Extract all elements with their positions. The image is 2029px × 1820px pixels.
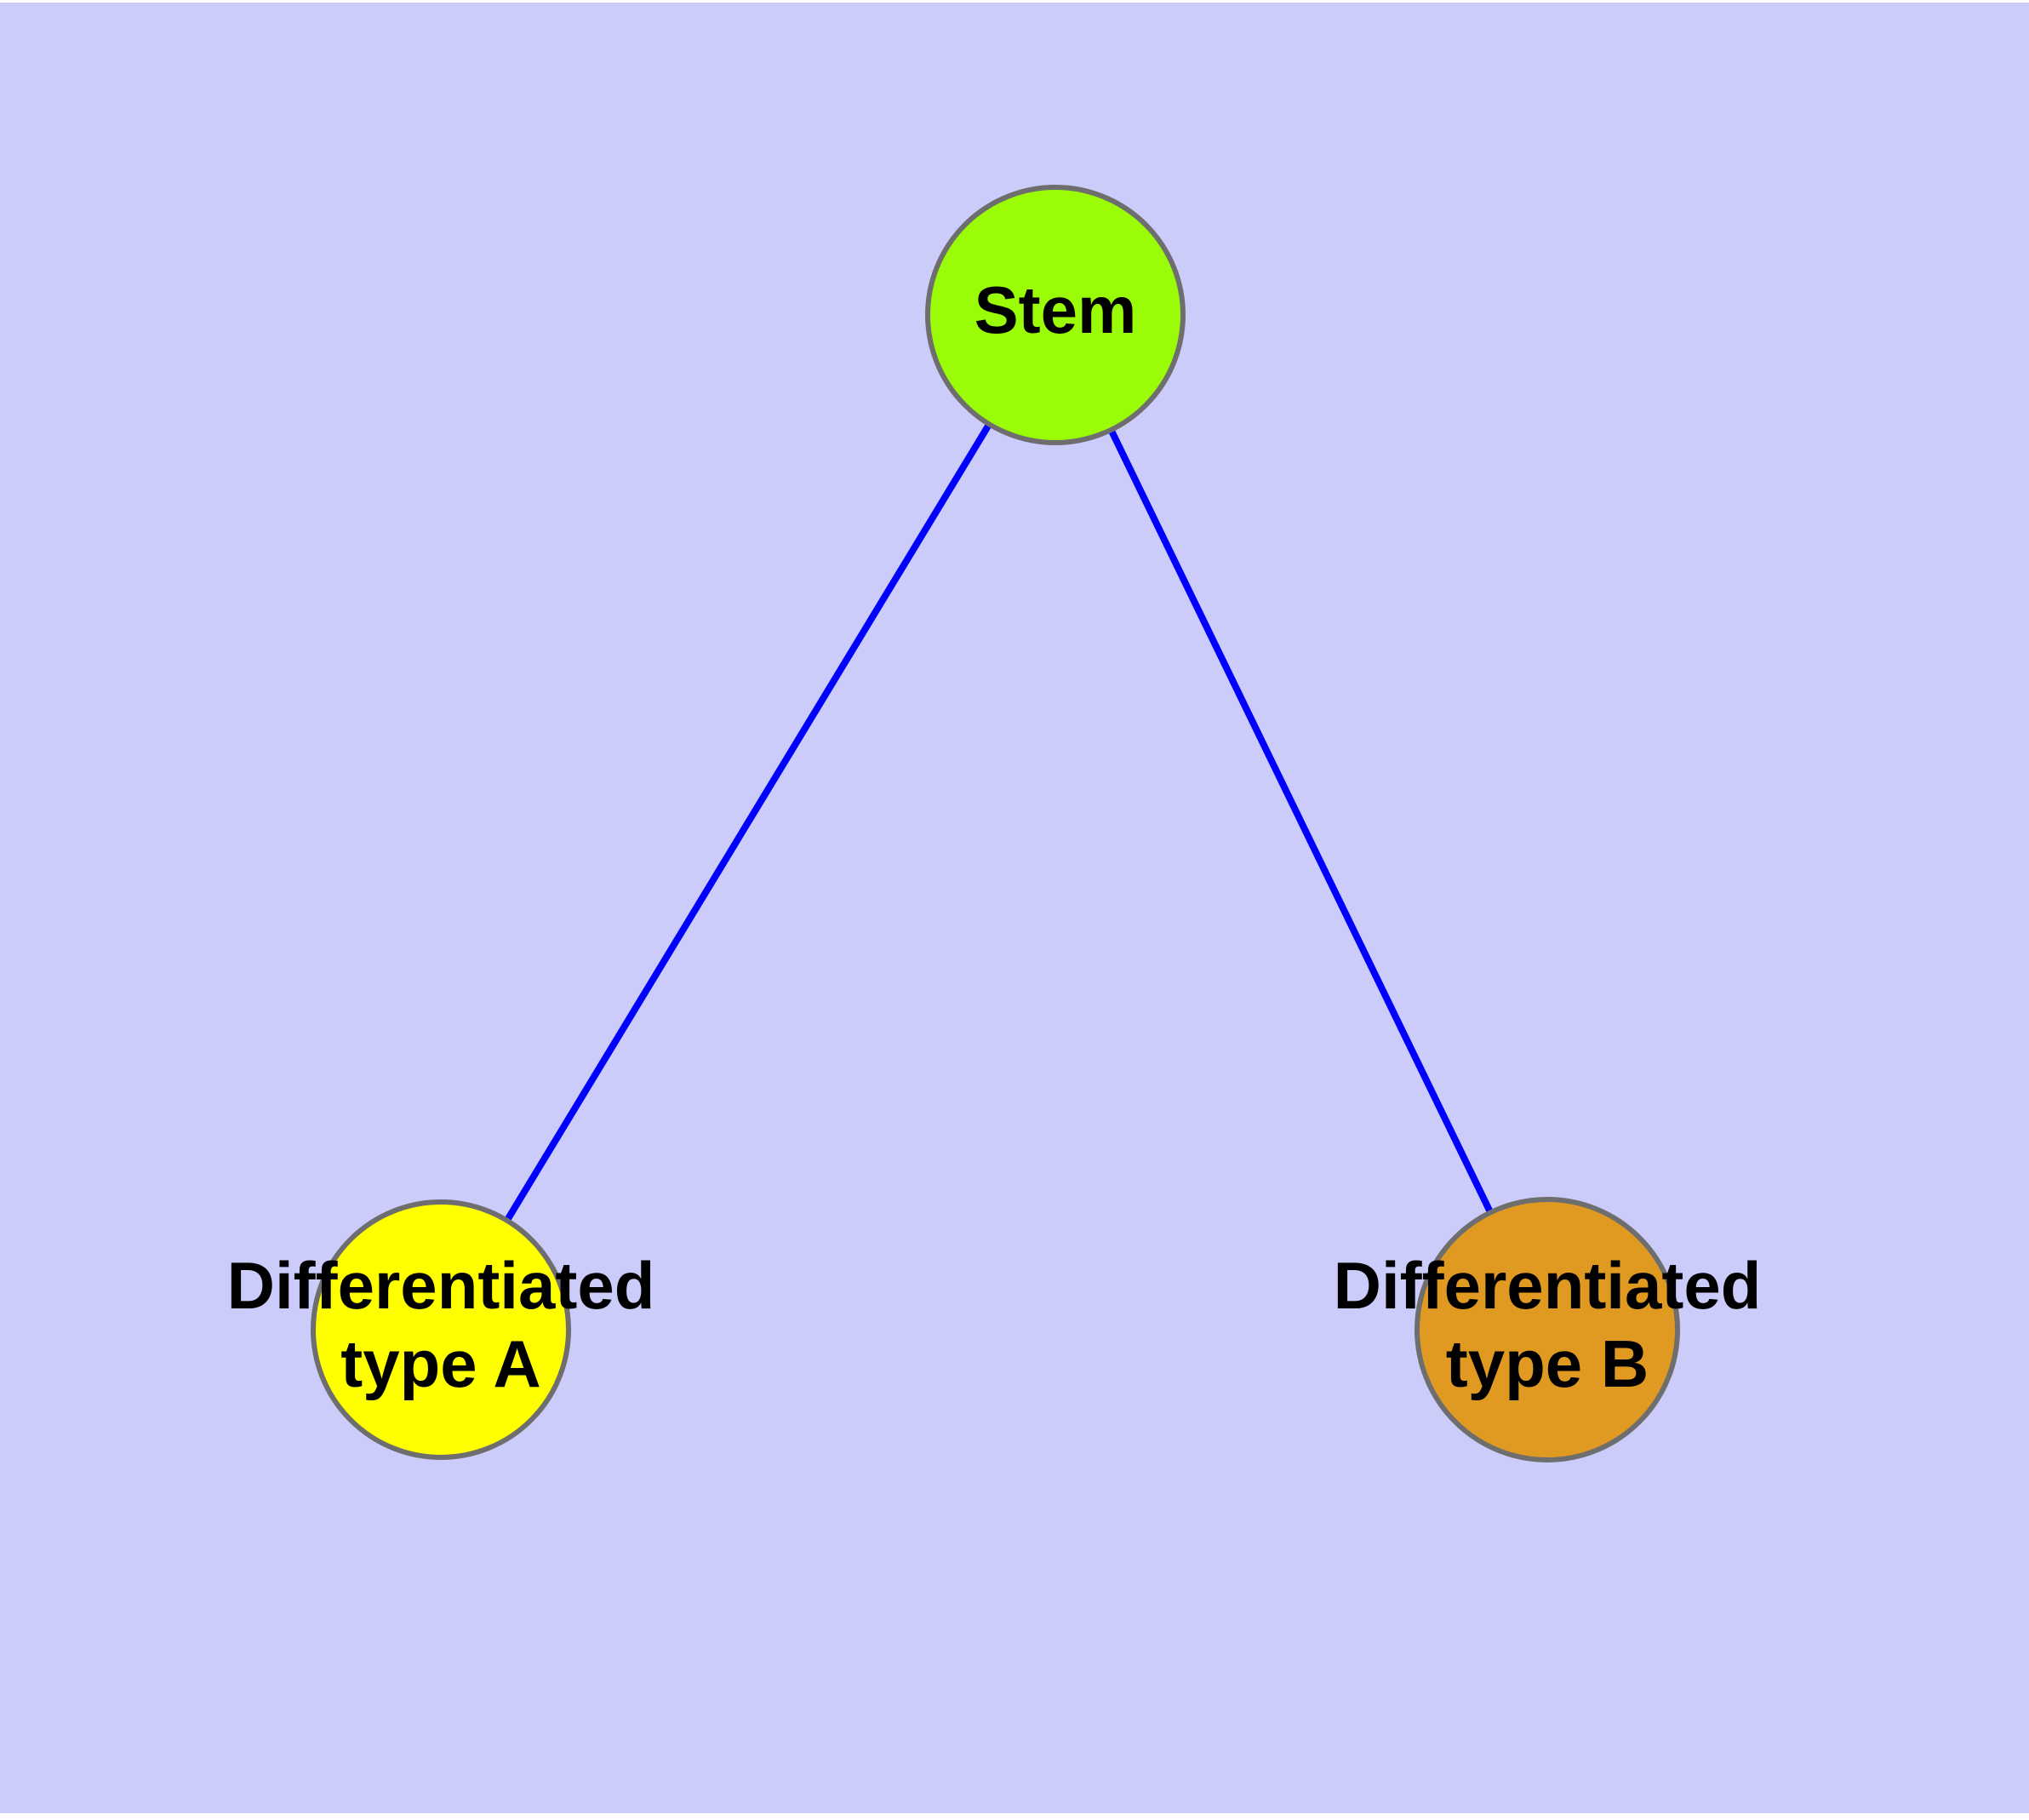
node-stem[interactable] <box>925 185 1186 445</box>
node-differentiated-type-a[interactable] <box>311 1199 571 1460</box>
nodes-layer <box>311 185 1680 1462</box>
edges-layer <box>503 421 1495 1224</box>
edge-stem-to-differentiated-type-a[interactable] <box>503 421 993 1224</box>
node-label-stem: Stem <box>974 272 1137 347</box>
node-differentiated-type-b[interactable] <box>1415 1197 1680 1462</box>
edge-stem-to-differentiated-type-b[interactable] <box>1106 426 1495 1216</box>
